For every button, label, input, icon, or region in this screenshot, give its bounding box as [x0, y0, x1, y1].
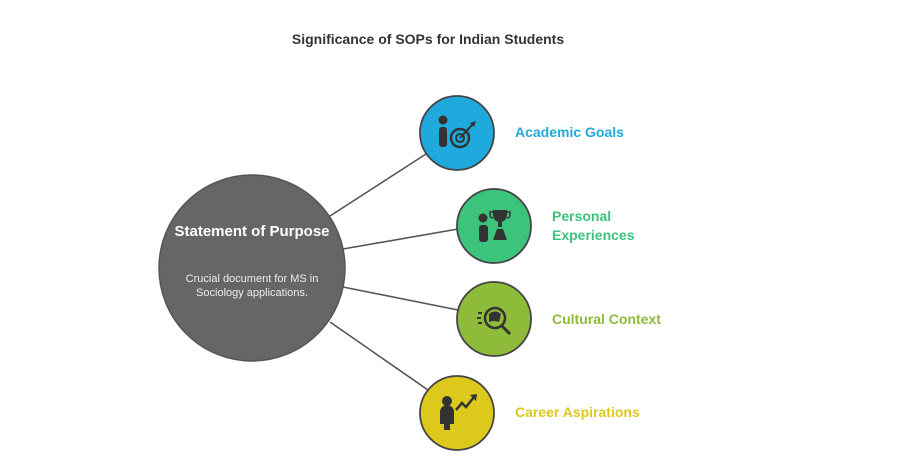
person-growth-icon [440, 394, 477, 430]
cultural-search-icon [477, 306, 512, 336]
node-circle-academic [419, 95, 495, 171]
connector-cultural [342, 286, 459, 311]
person-trophy-icon [478, 210, 511, 242]
node-label-academic: Academic Goals [515, 124, 624, 140]
node-label-personal: Personal Experiences [552, 208, 635, 243]
center-description: Crucial document for MS in Sociology app… [185, 273, 319, 299]
node-circle-career [419, 375, 495, 451]
connector-academic [329, 153, 427, 217]
person-target-icon [438, 115, 476, 149]
node-circle-personal [456, 188, 532, 264]
node-label-cultural: Cultural Context [552, 311, 661, 327]
connector-personal [342, 228, 459, 250]
node-label-career: Career Aspirations [515, 404, 640, 420]
connector-career [329, 321, 429, 391]
diagram-title: Significance of SOPs for Indian Students [291, 31, 565, 47]
center-circle [158, 174, 346, 362]
center-title: Statement of Purpose [174, 223, 330, 240]
